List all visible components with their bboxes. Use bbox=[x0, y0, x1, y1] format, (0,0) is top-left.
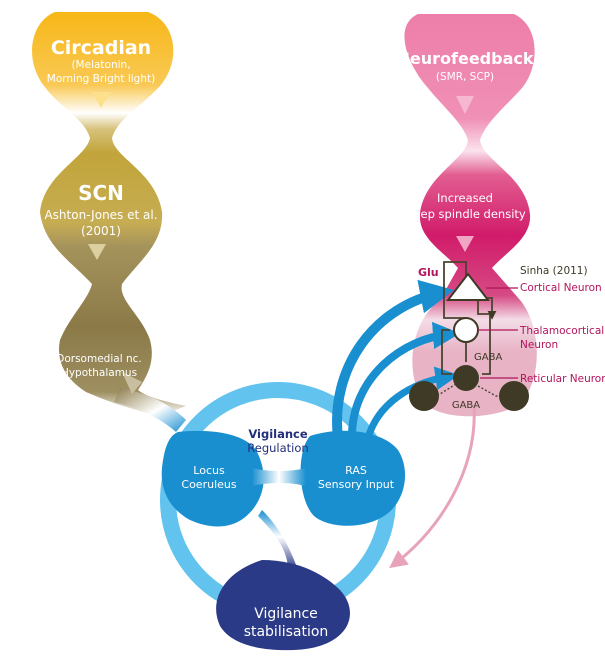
dorsomedial-arrow bbox=[122, 372, 142, 394]
gaba-to-right-neuron bbox=[477, 385, 506, 397]
thalamocortical-neuron bbox=[453, 317, 479, 343]
ras-label-1: RAS bbox=[345, 464, 367, 477]
cortical-neuron bbox=[445, 272, 491, 301]
gaba-lower-label: GABA bbox=[452, 400, 480, 411]
regulation-stalk bbox=[258, 510, 298, 570]
dorsomedial-tail bbox=[114, 388, 186, 432]
thalamocortical-label-2: Neuron bbox=[520, 339, 558, 351]
scn-sub2: (2001) bbox=[81, 224, 121, 238]
right-target-neuron bbox=[499, 381, 529, 411]
left-pathway bbox=[32, 12, 186, 432]
circadian-down-arrow bbox=[92, 92, 110, 108]
glu-loop bbox=[443, 261, 467, 319]
circuit-connections bbox=[441, 261, 497, 375]
stabilisation-label-2: stabilisation bbox=[244, 624, 329, 640]
neurofeedback-sub: (SMR, SCP) bbox=[436, 71, 494, 83]
glu-label: Glu bbox=[418, 266, 439, 279]
projection-to-cortical bbox=[332, 279, 455, 439]
labels: Circadian (Melatonin, Morning Bright lig… bbox=[44, 37, 605, 640]
cortical-label: Cortical Neuron bbox=[520, 282, 602, 294]
ras-label-2: Sensory Input bbox=[318, 478, 395, 491]
spindle-line1: Increased bbox=[437, 191, 493, 205]
scn-sub1: Ashton-Jones et al. bbox=[44, 208, 157, 222]
left-target-neuron bbox=[409, 381, 439, 411]
spindle-down-arrow bbox=[456, 236, 474, 252]
stabilisation-node bbox=[216, 560, 350, 651]
regulation-loop bbox=[160, 382, 406, 651]
circadian-sub1: (Melatonin, bbox=[71, 59, 130, 71]
gaba-upper-label: GABA bbox=[474, 352, 502, 363]
reticular-neuron bbox=[453, 365, 479, 391]
circadian-title: Circadian bbox=[51, 37, 151, 59]
spindle-line2: sleep spindle density bbox=[404, 207, 526, 221]
locus-label-1: Locus bbox=[193, 464, 225, 477]
right-pathway bbox=[389, 14, 537, 569]
neurofeedback-title: Neurofeedback bbox=[396, 49, 533, 68]
thalamocortical-label-1: Thalamocortical bbox=[519, 325, 604, 337]
locus-node bbox=[161, 430, 264, 527]
locus-label-2: Coeruleus bbox=[181, 478, 236, 491]
dorsomedial-line1: Dorsomedial nc. bbox=[56, 353, 141, 365]
projection-to-thalamocortical bbox=[348, 321, 461, 437]
neurofeedback-down-arrow bbox=[456, 96, 474, 114]
vigilance-regulation-2: Regulation bbox=[247, 441, 308, 455]
locus-ras-bridge bbox=[252, 468, 306, 486]
left-column-shape bbox=[32, 12, 186, 416]
ras-node bbox=[300, 430, 406, 526]
scn-down-arrow bbox=[88, 244, 106, 260]
citation-label: Sinha (2011) bbox=[520, 265, 588, 277]
ras-projections bbox=[332, 279, 461, 440]
reticular-label: Reticular Neuron bbox=[520, 373, 605, 385]
dorsomedial-line2: Hypothalamus bbox=[61, 367, 137, 379]
neuron-circuit bbox=[409, 261, 529, 411]
scn-title: SCN bbox=[78, 181, 124, 205]
circadian-sub2: Morning Bright light) bbox=[47, 73, 155, 85]
right-column-shape bbox=[404, 14, 537, 417]
neuron-label-leaders bbox=[478, 287, 518, 379]
vigilance-regulation-1: Vigilance bbox=[248, 427, 308, 441]
projection-to-reticular bbox=[364, 366, 460, 440]
reticular-to-thalamo bbox=[441, 329, 452, 375]
pink-arrow-to-ring bbox=[389, 403, 476, 569]
stabilisation-label-1: Vigilance bbox=[254, 606, 318, 622]
